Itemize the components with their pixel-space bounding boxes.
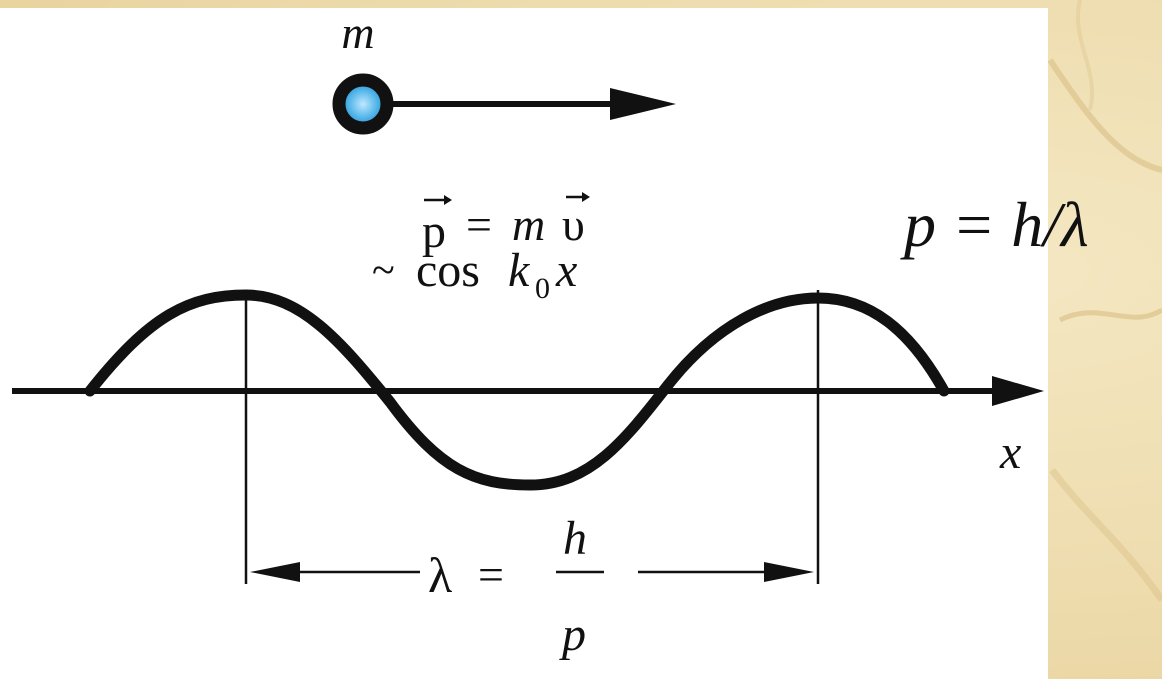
wavelength-equation: λ = h p: [428, 512, 604, 661]
wavelength-arrow-left: [250, 562, 420, 582]
particle: [332, 73, 394, 135]
de-broglie-relation: p = h/λ: [900, 189, 1089, 260]
momentum-p: p: [422, 205, 446, 258]
x-axis-label: x: [999, 426, 1021, 479]
wavelength-lambda: λ: [428, 547, 452, 603]
momentum-equals: =: [466, 199, 492, 250]
wave-cos: cos: [416, 244, 480, 297]
wavelength-numerator: h: [563, 512, 587, 565]
wavelength-arrow-right: [638, 562, 814, 582]
momentum-equation: p = m υ: [422, 192, 590, 258]
diagram-panel: [0, 8, 1048, 679]
mass-label: m: [341, 7, 374, 58]
wave-k: k: [508, 244, 531, 297]
wavelength-equals: =: [478, 549, 504, 600]
wave-tilde: ~: [372, 248, 395, 294]
momentum-arrow: [388, 88, 676, 120]
momentum-velocity: υ: [562, 199, 585, 250]
wave-subscript: 0: [535, 272, 550, 305]
wave-function-label: ~ cos k 0 x: [372, 244, 577, 305]
x-axis: [12, 376, 1044, 406]
momentum-mass: m: [512, 199, 545, 250]
wave-x: x: [555, 244, 577, 297]
wavelength-denominator: p: [559, 608, 586, 661]
